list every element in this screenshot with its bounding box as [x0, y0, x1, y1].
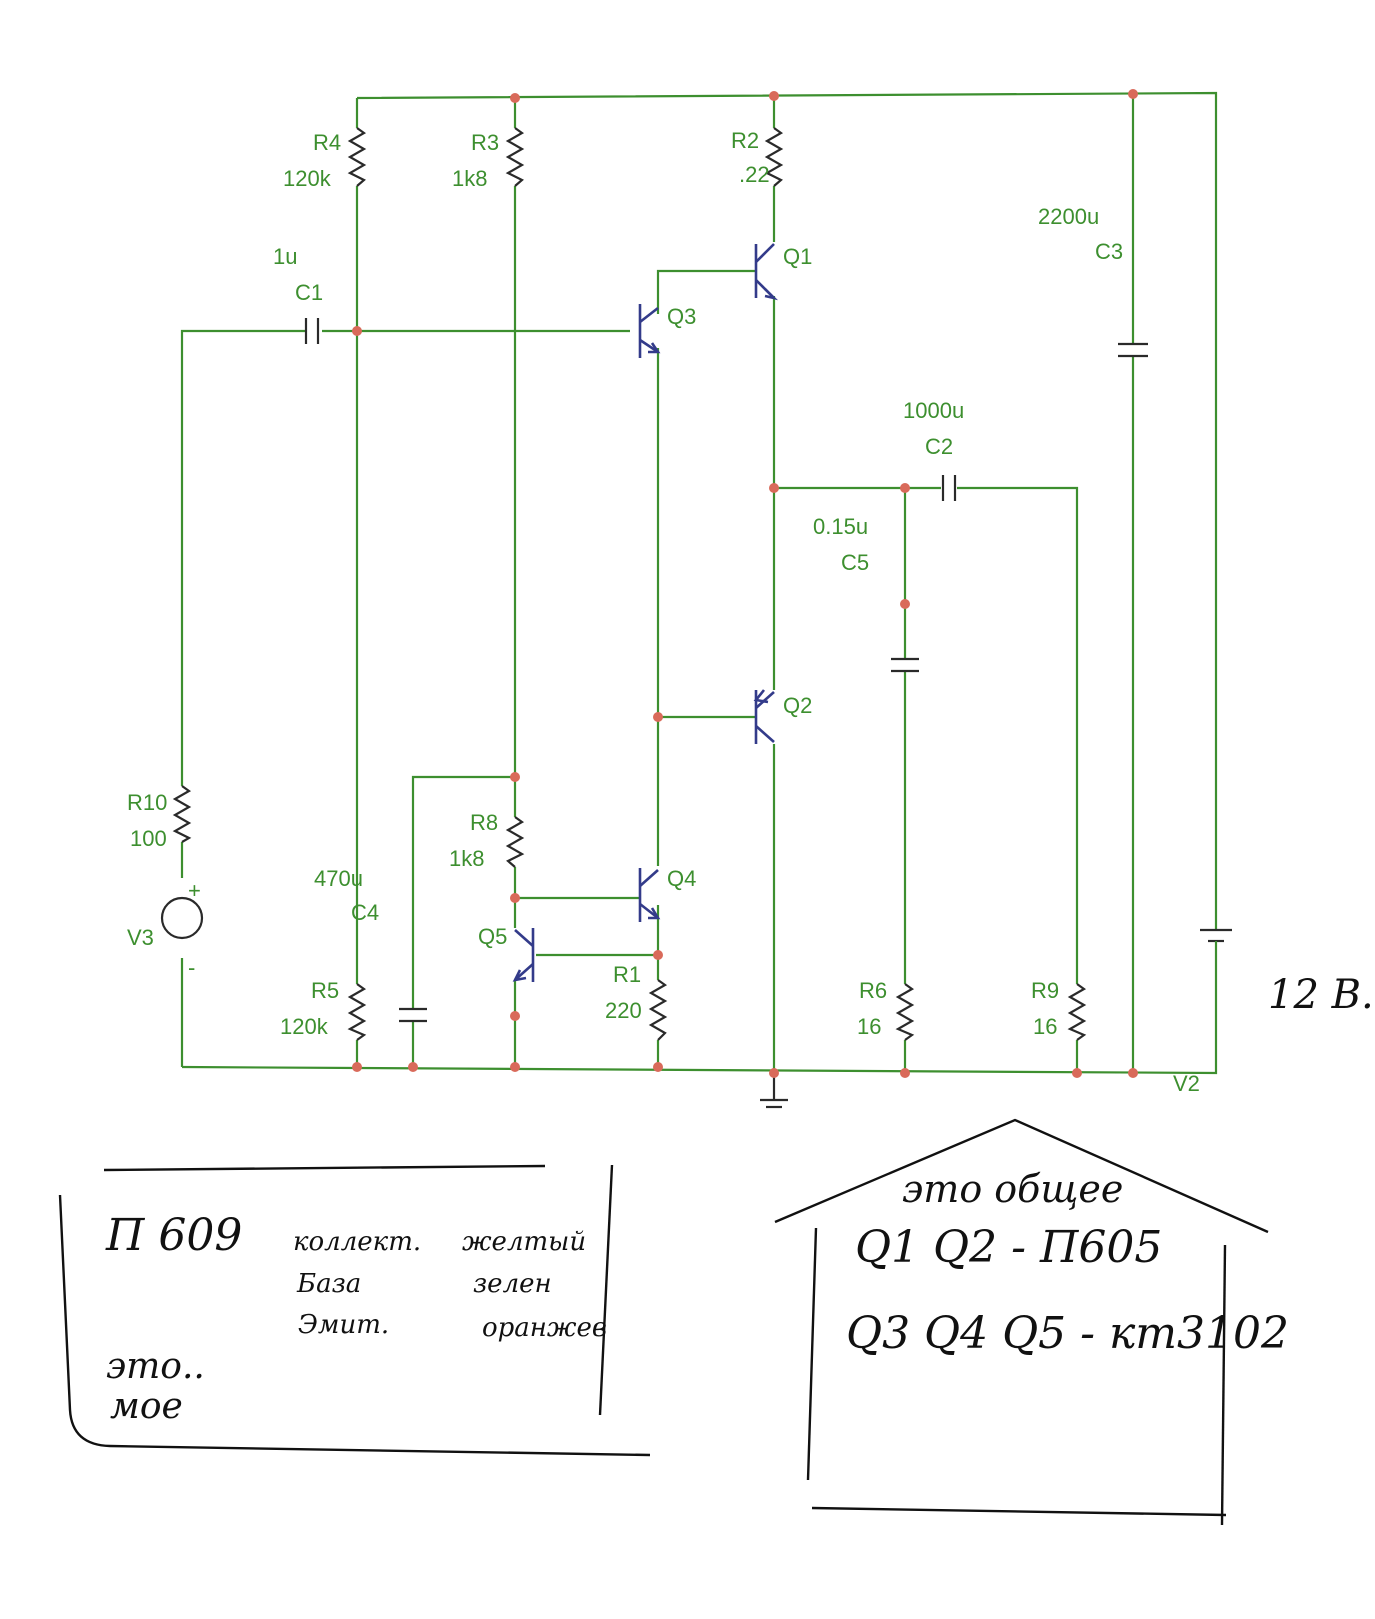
transistor-q3 — [638, 304, 661, 358]
resistor-r4 — [347, 127, 367, 187]
note-left-pin-2: Базa — [296, 1269, 361, 1299]
label-q1: Q1 — [783, 244, 812, 269]
transistors — [512, 243, 779, 982]
capacitor-c3 — [1118, 342, 1148, 358]
transistor-q1 — [754, 243, 779, 301]
sources — [160, 896, 1232, 1109]
resistor-r3 — [505, 127, 525, 187]
resistor-r6 — [895, 983, 915, 1041]
label-r6: R6 — [859, 978, 887, 1003]
value-r1: 220 — [605, 998, 642, 1023]
value-r10: 100 — [130, 826, 167, 851]
capacitor-c5 — [891, 657, 919, 673]
resistor-r8 — [505, 816, 525, 868]
note-left-footer-1: это.. — [106, 1346, 205, 1387]
note-left-color-2: зелен — [473, 1269, 552, 1299]
label-r4: R4 — [313, 130, 341, 155]
resistor-r2 — [764, 127, 784, 187]
label-r3: R3 — [471, 130, 499, 155]
value-c3: 2200u — [1038, 204, 1099, 229]
label-v2: V2 — [1173, 1071, 1200, 1096]
note-left-footer-2: мое — [110, 1386, 183, 1427]
label-q3: Q3 — [667, 304, 696, 329]
label-c5: C5 — [841, 550, 869, 575]
resistors — [172, 127, 1087, 1041]
note-right-title: это общее — [902, 1167, 1123, 1211]
label-c2: C2 — [925, 434, 953, 459]
component-labels: R4 120k R3 1k8 R2 .22 2200u C3 1u C1 Q1 … — [127, 128, 1200, 1096]
value-r8: 1k8 — [449, 846, 484, 871]
note-right: это общее Q1 Q2 - П605 Q3 Q4 Q5 - кт3102 — [774, 1118, 1289, 1526]
transistor-q4 — [638, 868, 661, 922]
resistor-r9 — [1067, 983, 1087, 1041]
value-c2: 1000u — [903, 398, 964, 423]
source-v3 — [160, 896, 204, 940]
capacitors — [304, 318, 1148, 1023]
label-r1: R1 — [613, 962, 641, 987]
value-r4: 120k — [283, 166, 332, 191]
label-c1: C1 — [295, 280, 323, 305]
note-left-pin-1: коллект. — [293, 1227, 421, 1257]
note-left-color-3: оранжев — [482, 1313, 607, 1343]
label-q2: Q2 — [783, 693, 812, 718]
value-c5: 0.15u — [813, 514, 868, 539]
resistor-r10 — [172, 785, 192, 843]
value-c1: 1u — [273, 244, 297, 269]
label-r9: R9 — [1031, 978, 1059, 1003]
resistor-r1 — [648, 979, 668, 1041]
value-r3: 1k8 — [452, 166, 487, 191]
supply-voltage-note: 12 В. — [1268, 972, 1374, 1018]
label-r10: R10 — [127, 790, 167, 815]
wires — [180, 91, 1218, 1075]
value-r5: 120k — [280, 1014, 329, 1039]
value-r6: 16 — [857, 1014, 881, 1039]
capacitor-c1 — [304, 318, 320, 344]
v3-minus: - — [188, 955, 195, 980]
label-r5: R5 — [311, 978, 339, 1003]
label-q4: Q4 — [667, 866, 696, 891]
label-r8: R8 — [470, 810, 498, 835]
note-left-title: П 609 — [105, 1210, 242, 1261]
v3-plus: + — [188, 878, 201, 903]
note-left-color-1: желтый — [462, 1227, 586, 1257]
note-left: П 609 коллект. желтый Базa зелен Эмит. о… — [58, 1164, 651, 1457]
label-c3: C3 — [1095, 239, 1123, 264]
value-c4: 470u — [314, 866, 363, 891]
note-right-line-2: Q3 Q4 Q5 - кт3102 — [846, 1308, 1289, 1359]
note-left-pin-3: Эмит. — [298, 1310, 389, 1340]
junctions — [352, 89, 1138, 1078]
capacitor-c4 — [399, 1007, 427, 1023]
label-v3: V3 — [127, 925, 154, 950]
transistor-q5 — [512, 928, 535, 982]
note-right-line-1: Q1 Q2 - П605 — [855, 1222, 1162, 1273]
value-r2: .22 — [739, 162, 770, 187]
battery-v2 — [1200, 928, 1232, 985]
label-c4: C4 — [351, 900, 379, 925]
transistor-q2 — [753, 689, 775, 744]
capacitor-c2 — [941, 475, 957, 501]
label-q5: Q5 — [478, 924, 507, 949]
resistor-r5 — [347, 983, 367, 1041]
value-r9: 16 — [1033, 1014, 1057, 1039]
label-r2: R2 — [731, 128, 759, 153]
ground-symbol — [760, 1073, 788, 1109]
